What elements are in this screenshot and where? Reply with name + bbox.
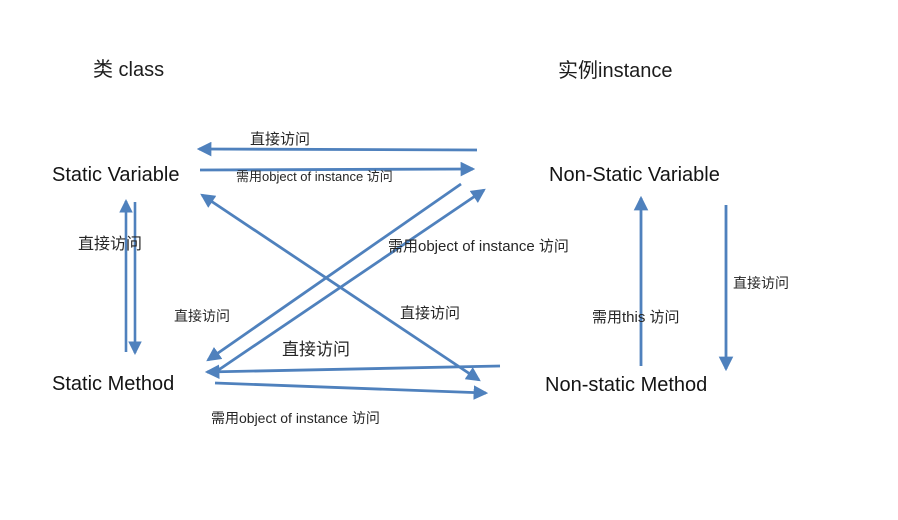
edge-label-mid-left-direct: 直接访问 bbox=[174, 308, 230, 324]
edge-label-top-need-object: 需用object of instance 访问 bbox=[236, 169, 393, 184]
arrow-bottom-horizontal-left bbox=[204, 364, 501, 380]
arrow-diagonal-to-upper-right bbox=[216, 188, 486, 373]
arrow-diagonal-to-static-method bbox=[206, 182, 462, 362]
edge-label-center-need-object: 需用object of instance 访问 bbox=[388, 238, 569, 255]
edge-label-left-vertical: 直接访问 bbox=[78, 236, 143, 253]
node-non-static-method: Non-static Method bbox=[545, 374, 708, 396]
arrow-top-horizontal-right bbox=[199, 161, 476, 177]
title-instance: 实例instance bbox=[558, 60, 673, 82]
arrow-bottom-horizontal-right bbox=[214, 381, 489, 400]
title-class: 类 class bbox=[93, 59, 165, 81]
edge-label-mid-right-direct: 直接访问 bbox=[400, 305, 461, 322]
edge-label-top-direct: 直接访问 bbox=[250, 131, 311, 148]
node-static-method: Static Method bbox=[52, 373, 175, 395]
node-non-static-variable: Non-Static Variable bbox=[549, 164, 720, 186]
edge-label-right-direct: 直接访问 bbox=[733, 275, 789, 291]
edge-label-need-this: 需用this 访问 bbox=[592, 309, 680, 326]
node-static-variable: Static Variable bbox=[52, 164, 180, 186]
edge-label-bottom-need-object: 需用object of instance 访问 bbox=[211, 410, 380, 426]
arrow-top-horizontal-left bbox=[196, 141, 478, 157]
edge-label-bottom-center-direct: 直接访问 bbox=[282, 340, 350, 359]
